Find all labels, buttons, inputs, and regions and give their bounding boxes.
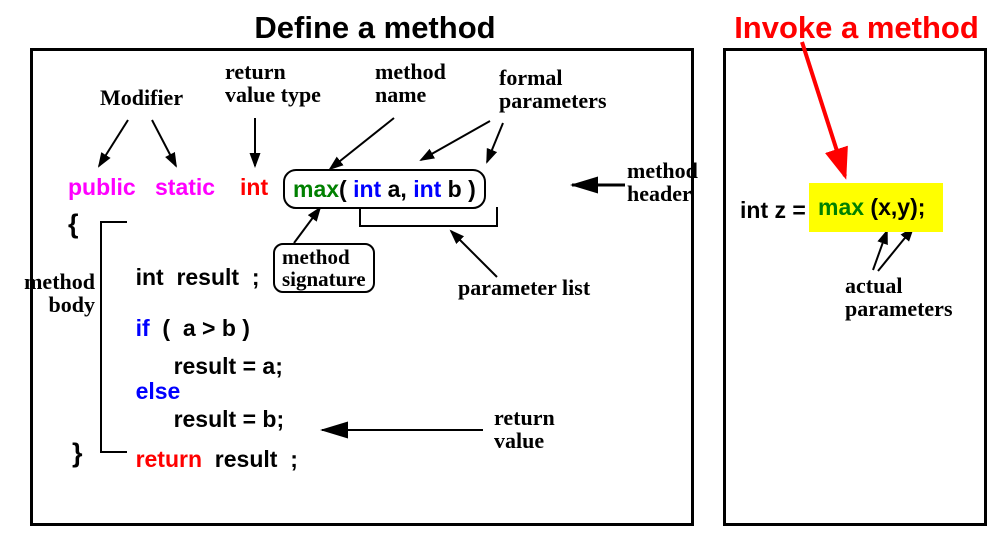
method-signature-line1: method — [282, 245, 350, 269]
open-brace: { — [68, 209, 79, 239]
code-line-if: if ( a > b ) — [110, 289, 250, 367]
code-line-else: else — [110, 352, 181, 430]
code-line-return: return result ; — [110, 420, 298, 498]
token-public: public — [68, 174, 136, 200]
modifier-label: Modifier — [100, 86, 183, 109]
return-value-type-line1: return — [225, 59, 286, 84]
token-else: else — [135, 378, 181, 404]
method-header-label: method header — [627, 159, 698, 205]
token-static: static — [155, 174, 216, 200]
return-value-line2: value — [494, 428, 545, 453]
token-int-a: int — [353, 175, 382, 202]
formal-parameters-label: formal parameters — [499, 66, 607, 112]
method-header-line1: method — [627, 158, 698, 183]
parameter-list-label: parameter list — [458, 276, 590, 299]
invoke-panel — [723, 48, 987, 526]
token-return: return — [135, 446, 203, 472]
token-int-b: int — [413, 175, 442, 202]
method-name-line1: method — [375, 59, 446, 84]
token-comma: , — [400, 175, 414, 202]
actual-parameters-line1: actual — [845, 273, 903, 298]
method-body-line2: body — [48, 292, 95, 317]
token-rparen: ) — [468, 175, 476, 202]
token-invoke-args: (x,y); — [864, 194, 926, 220]
code-line-result-a: result = a; — [148, 327, 283, 405]
invoke-title: Invoke a method — [734, 10, 979, 45]
define-title: Define a method — [254, 10, 496, 45]
method-body-line1: method — [24, 269, 95, 294]
return-value-label: return value — [494, 406, 555, 452]
method-header-box: max ( int a , int b ) — [283, 169, 486, 209]
token-invoke-max: max — [818, 194, 865, 220]
token-result-b: result = b; — [173, 406, 285, 432]
token-return-int: int — [240, 174, 269, 200]
parameter-list-label-text: parameter list — [458, 275, 591, 300]
code-line-declare: int result ; — [110, 238, 260, 316]
code-line-result-b: result = b; — [148, 380, 285, 458]
formal-parameters-line2: parameters — [499, 88, 607, 113]
method-body-label: method body — [15, 270, 95, 316]
invoke-highlight-box: max (x,y); — [809, 183, 943, 232]
token-a: a — [381, 175, 401, 202]
token-if-condition: ( a > b ) — [149, 315, 250, 341]
formal-parameters-line1: formal — [499, 65, 563, 90]
return-value-line1: return — [494, 405, 555, 430]
actual-parameters-line2: parameters — [845, 296, 953, 321]
token-max: max — [293, 175, 340, 202]
token-if: if — [135, 315, 150, 341]
invoke-prefix: int z = — [740, 197, 813, 223]
token-b: b — [441, 175, 469, 202]
method-signature-line2: signature — [282, 267, 366, 291]
return-value-type-line2: value type — [225, 82, 321, 107]
token-int-result: int result ; — [135, 264, 260, 290]
return-value-type-label: return value type — [225, 60, 321, 106]
method-signature-box: method signature — [273, 243, 375, 293]
token-return-result: result ; — [202, 446, 298, 472]
method-name-line2: name — [375, 82, 427, 107]
token-result-a: result = a; — [173, 353, 283, 379]
actual-parameters-label: actual parameters — [845, 274, 953, 320]
method-name-label: method name — [375, 60, 446, 106]
token-lparen: ( — [339, 175, 354, 202]
method-header-line2: header — [627, 181, 692, 206]
close-brace: } — [72, 438, 83, 468]
modifier-label-text: Modifier — [100, 85, 184, 110]
